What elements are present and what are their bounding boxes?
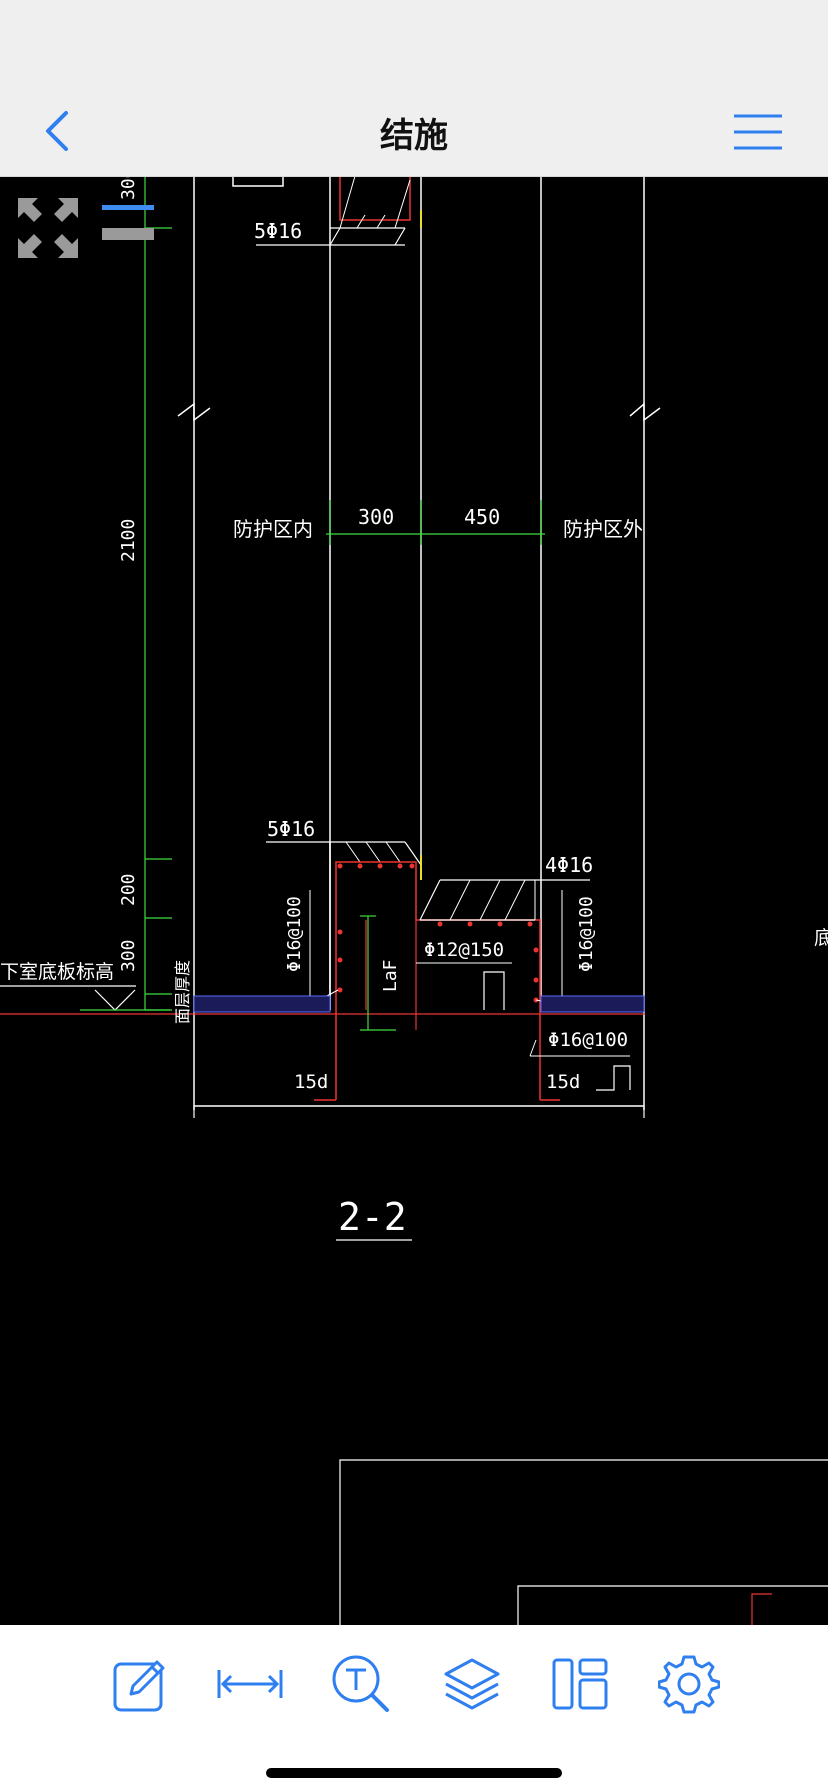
text-search-icon <box>332 1655 389 1712</box>
edit-icon <box>113 1660 165 1712</box>
layout-button[interactable] <box>545 1649 615 1719</box>
navigation-bar: 结施 <box>0 0 828 177</box>
layers-button[interactable] <box>437 1649 507 1719</box>
fullscreen-button[interactable] <box>16 196 80 260</box>
anchor-label-left: 15d <box>294 1071 328 1093</box>
dim-450-horizontal: 450 <box>464 505 500 529</box>
slab-elevation-label: 下室底板标高 <box>0 961 114 983</box>
anchor-label-laf: LaF <box>380 959 401 992</box>
label-outside: 防护区外 <box>563 517 643 541</box>
drawing-canvas[interactable]: 300 5Φ16 2100 防护区内 300 450 防护区外 5Φ16 4Φ1… <box>0 176 828 1625</box>
top-box-outline <box>232 176 284 187</box>
dim-200: 200 <box>118 873 139 906</box>
settings-button[interactable] <box>654 1649 724 1719</box>
cushion-label: 面层厚度 <box>173 960 192 1024</box>
measure-icon <box>217 1670 283 1698</box>
layer-bars-icon <box>102 205 154 240</box>
menu-button[interactable] <box>732 112 784 152</box>
layout-icon <box>552 1658 608 1710</box>
layers-icon <box>444 1658 500 1710</box>
back-button[interactable] <box>36 106 76 156</box>
settings-icon <box>658 1655 720 1714</box>
stirrup-label-center: Φ12@150 <box>424 939 504 961</box>
hamburger-menu-icon <box>734 114 782 150</box>
bottom-toolbar <box>0 1625 828 1792</box>
stirrup-label-bottom-right: Φ16@100 <box>548 1029 628 1051</box>
rebar-label-right: 4Φ16 <box>545 853 593 877</box>
page-title: 结施 <box>380 116 448 156</box>
text-search-button[interactable] <box>326 1649 396 1719</box>
rebar-label-top: 5Φ16 <box>254 219 302 243</box>
anchor-label-right: 15d <box>546 1071 580 1093</box>
stirrup-label-left: Φ16@100 <box>284 896 305 972</box>
dim-300-lower: 300 <box>118 939 139 972</box>
edge-label: 底 <box>814 927 828 949</box>
dim-2100: 2100 <box>118 519 139 562</box>
section-title: 2-2 <box>338 1195 407 1239</box>
layer-toggle-button[interactable] <box>100 200 156 246</box>
chevron-left-icon <box>46 111 68 151</box>
label-inside: 防护区内 <box>233 517 313 541</box>
home-indicator[interactable] <box>266 1768 562 1778</box>
expand-icon <box>18 198 78 258</box>
dim-300-top: 300 <box>118 176 139 200</box>
edit-button[interactable] <box>104 1649 174 1719</box>
cad-drawing: 300 5Φ16 2100 防护区内 300 450 防护区外 5Φ16 4Φ1… <box>0 176 828 1625</box>
stirrup-label-right: Φ16@100 <box>576 896 597 972</box>
rebar-label-mid: 5Φ16 <box>267 817 315 841</box>
measure-button[interactable] <box>215 1649 285 1719</box>
dim-300-horizontal: 300 <box>358 505 394 529</box>
